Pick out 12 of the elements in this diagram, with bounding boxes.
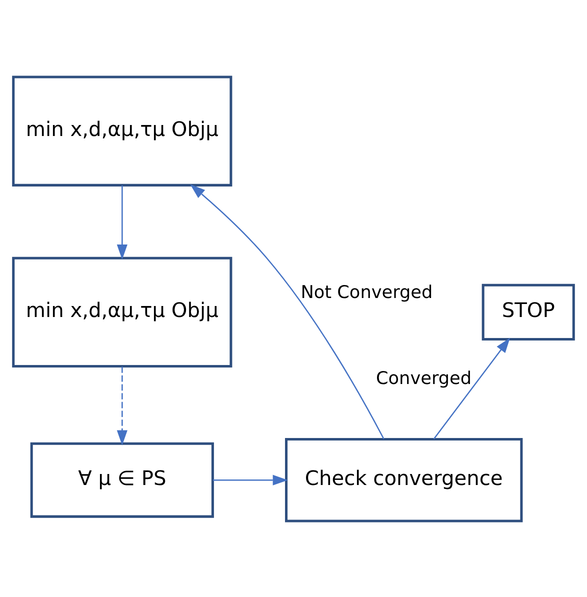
node-box: min x,d,αμ,τμ Objμ (12, 256, 232, 368)
node-box: STOP (482, 283, 575, 340)
edge-label: Not Converged (300, 282, 433, 302)
node-box: min x,d,αμ,τμ Objμ (12, 75, 232, 186)
node-box: Check convergence (285, 437, 523, 522)
arrow (116, 184, 128, 260)
arrow (116, 366, 128, 445)
arrow (190, 184, 384, 439)
arrow (212, 474, 288, 485)
arrow (433, 337, 510, 439)
node-box: ∀ μ ∈ PS (30, 442, 214, 518)
edge-label: Converged (376, 368, 472, 389)
